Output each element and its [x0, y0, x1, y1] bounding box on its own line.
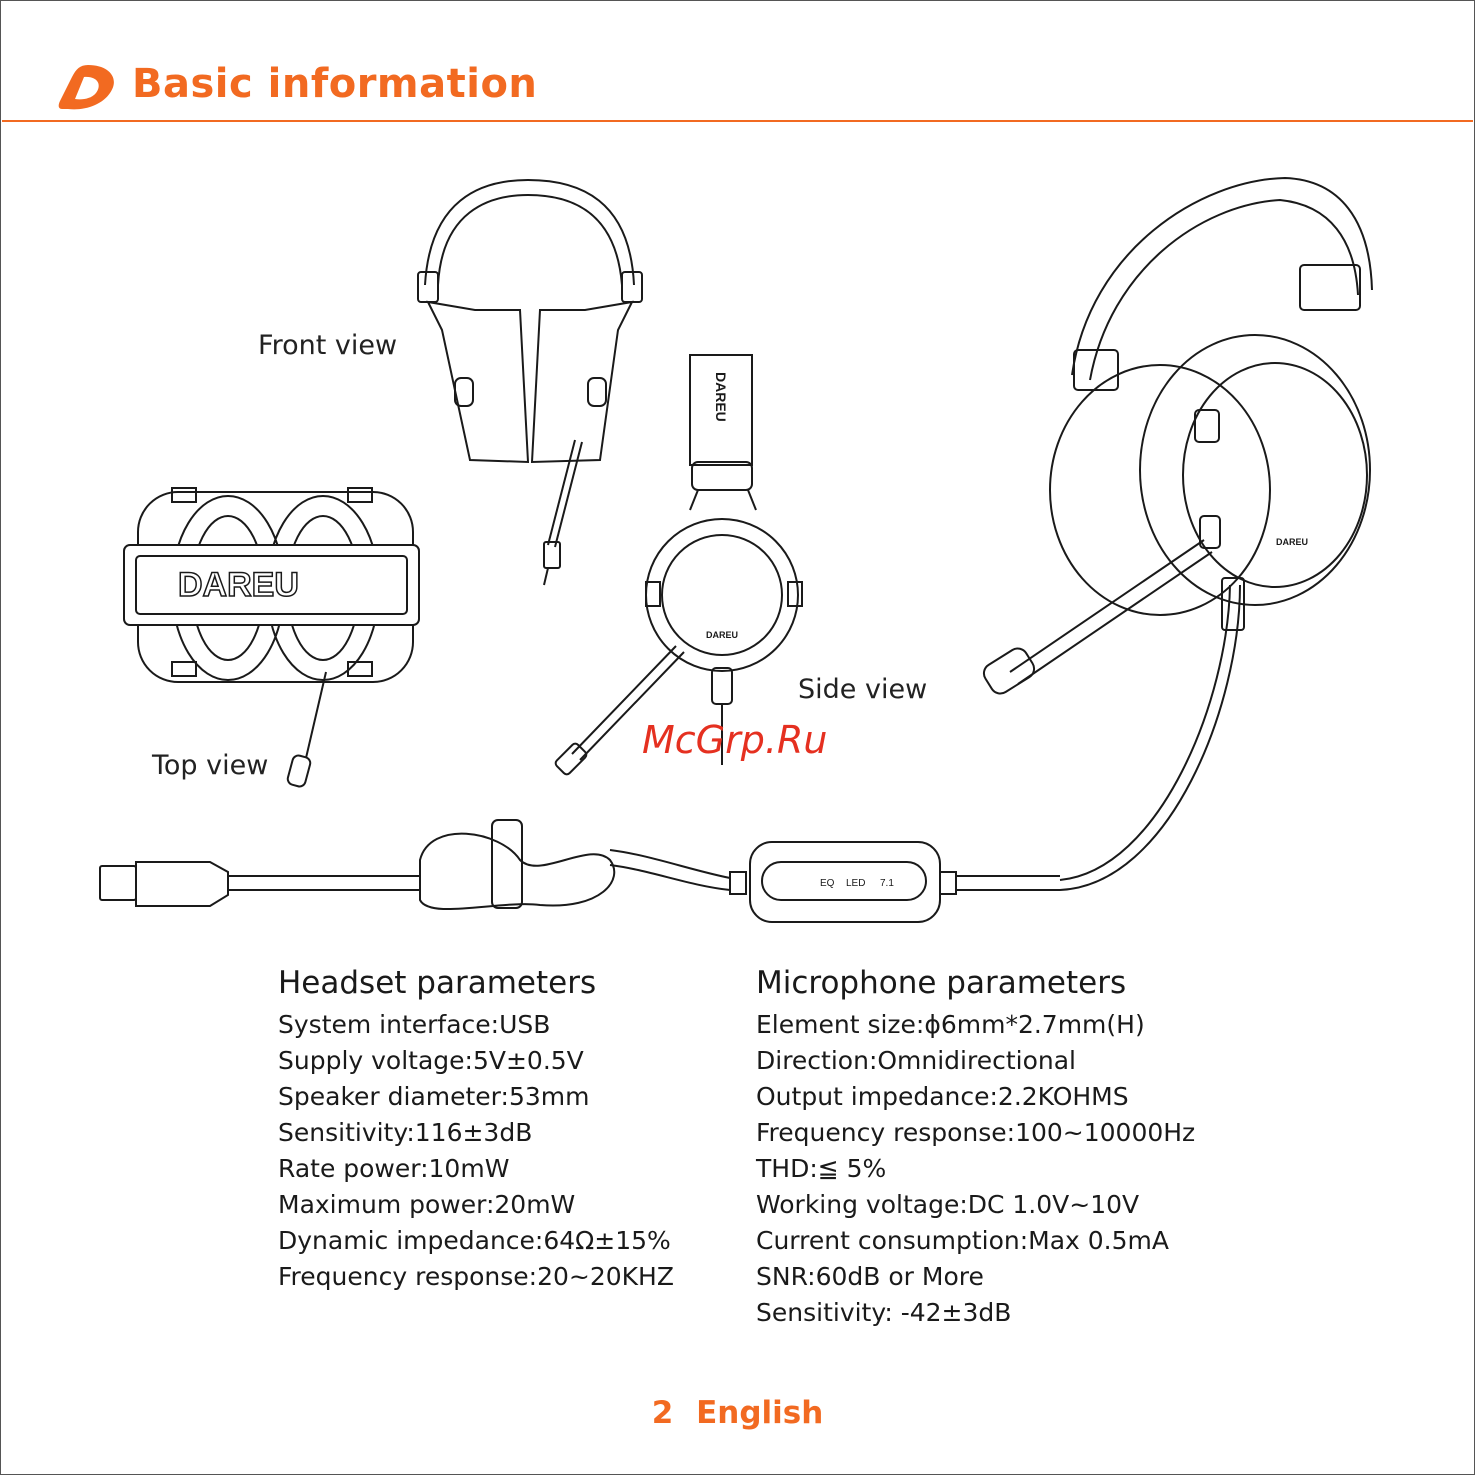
side-view-label: Side view: [798, 674, 928, 705]
front-view-label: Front view: [258, 330, 398, 361]
top-view-brand-text: DAREU: [178, 566, 299, 604]
headset-parameters-section: Headset parameters System interface:USB …: [278, 965, 674, 1295]
page-number: 2: [651, 1395, 674, 1431]
headset-param-item: Maximum power:20mW: [278, 1190, 576, 1219]
microphone-parameters-heading: Microphone parameters: [756, 965, 1127, 1001]
headset-param-item: System interface:USB: [278, 1010, 551, 1039]
headset-param-item: Frequency response:20~20KHZ: [278, 1262, 674, 1291]
page-footer: 2 English: [0, 1395, 1475, 1431]
top-view-drawing: [123, 487, 420, 788]
dareu-logo-icon: [58, 65, 114, 110]
perspective-cup-brand-text: DAREU: [1276, 537, 1308, 547]
perspective-view-drawing: [982, 176, 1373, 891]
microphone-param-item: Direction:Omnidirectional: [756, 1046, 1077, 1075]
microphone-param-item: Frequency response:100~10000Hz: [756, 1118, 1196, 1147]
headset-illustration: DAREU DAREU DAREU DAREU EQ LED 7.1: [99, 176, 1373, 923]
header-divider: [2, 120, 1473, 122]
microphone-parameters-list: Element size:ϕ6mm*2.7mm(H) Direction:Omn…: [756, 1007, 1195, 1331]
microphone-param-item: THD:≦ 5%: [756, 1154, 887, 1183]
side-view-brand-text: DAREU: [713, 372, 729, 422]
headset-param-item: Supply voltage:5V±0.5V: [278, 1046, 584, 1075]
controller-eq-label: EQ: [820, 878, 835, 889]
top-view-label: Top view: [152, 750, 269, 781]
front-view-drawing: [417, 178, 643, 586]
microphone-param-item: Working voltage:DC 1.0V~10V: [756, 1190, 1140, 1219]
controller-led-label: LED: [846, 878, 865, 889]
controller-71-label: 7.1: [880, 878, 894, 889]
microphone-param-item: Output impedance:2.2KOHMS: [756, 1082, 1129, 1111]
headset-parameters-list: System interface:USB Supply voltage:5V±0…: [278, 1007, 674, 1295]
microphone-param-item: Current consumption:Max 0.5mA: [756, 1226, 1169, 1255]
footer-language: English: [696, 1395, 824, 1431]
page-title: Basic information: [132, 61, 538, 107]
headset-parameters-heading: Headset parameters: [278, 965, 597, 1001]
microphone-param-item: Sensitivity: -42±3dB: [756, 1298, 1012, 1327]
cable-drawing: [99, 819, 1060, 923]
headset-param-item: Dynamic impedance:64Ω±15%: [278, 1226, 671, 1255]
headset-param-item: Sensitivity:116±3dB: [278, 1118, 533, 1147]
microphone-param-item: SNR:60dB or More: [756, 1262, 984, 1291]
page-header: Basic information: [0, 55, 1475, 123]
side-cup-brand-text: DAREU: [706, 630, 738, 640]
headset-param-item: Rate power:10mW: [278, 1154, 510, 1183]
microphone-param-item: Element size:ϕ6mm*2.7mm(H): [756, 1010, 1145, 1039]
watermark-text: McGrp.Ru: [642, 718, 828, 762]
headset-param-item: Speaker diameter:53mm: [278, 1082, 590, 1111]
microphone-parameters-section: Microphone parameters Element size:ϕ6mm*…: [756, 965, 1195, 1331]
side-view-drawing: [554, 354, 803, 776]
